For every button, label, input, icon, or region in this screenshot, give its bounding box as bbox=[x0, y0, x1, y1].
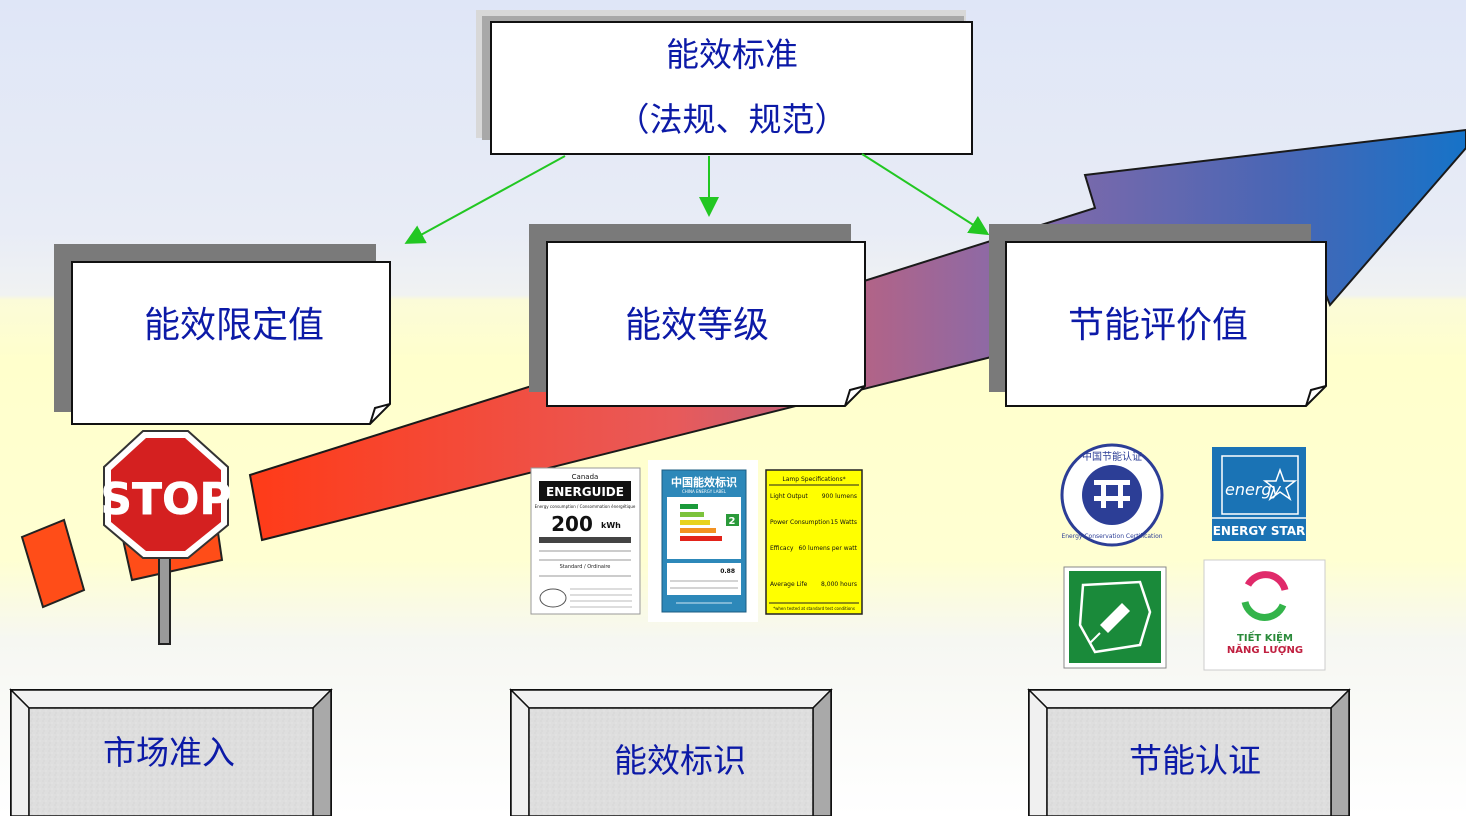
energuide-brand: ENERGUIDE bbox=[546, 485, 624, 499]
level-box-grade-label: 能效等级 bbox=[625, 305, 769, 346]
energuide-footer: Standard / Ordinaire bbox=[560, 564, 611, 570]
lamp-row-4-name: Average Life bbox=[770, 581, 808, 588]
lamp-row-3-value: 60 lumens per watt bbox=[798, 545, 857, 552]
lamp-row-1-value: 900 lumens bbox=[822, 493, 857, 500]
energy-star-name: ENERGY STAR bbox=[1213, 524, 1306, 538]
china-label-subtitle: CHINA ENERGY LABEL bbox=[682, 489, 727, 494]
lamp-row-3-name: Efficacy bbox=[770, 545, 794, 552]
energuide-value: 200 bbox=[551, 512, 593, 536]
vietnam-logo-line2: NĂNG LƯỢNG bbox=[1227, 643, 1303, 656]
level-box-evaluation-label: 节能评价值 bbox=[1068, 305, 1248, 346]
cecp-certification-logo: 中国节能认证 Energy Conservation Certification bbox=[1060, 443, 1164, 547]
energy-standard-box: 能效标准 （法规、规范） bbox=[476, 10, 973, 155]
energy-standard-subtitle: （法规、规范） bbox=[617, 100, 848, 139]
arrow-to-limit bbox=[404, 155, 566, 244]
lamp-spec-label-image: Lamp Specifications* Light Output 900 lu… bbox=[765, 469, 863, 615]
energy-standard-title: 能效标准 bbox=[666, 35, 798, 74]
china-label-grade: 2 bbox=[729, 516, 736, 527]
lamp-row-4-value: 8,000 hours bbox=[821, 581, 857, 588]
stop-sign-icon: STOP bbox=[100, 430, 232, 645]
vietnam-energy-saving-logo: TIẾT KIỆM NĂNG LƯỢNG bbox=[1203, 559, 1326, 671]
energy-star-script: energy bbox=[1225, 480, 1282, 499]
cecp-bottom-text: Energy Conservation Certification bbox=[1061, 533, 1162, 540]
green-energy-plug-logo bbox=[1063, 566, 1167, 669]
lamp-spec-title: Lamp Specifications* bbox=[782, 476, 845, 483]
china-label-value: 0.88 bbox=[720, 568, 735, 575]
bottom-box-market-access-label: 市场准入 bbox=[103, 733, 235, 772]
energuide-label-image: Canada ENERGUIDE Energy consumption / Co… bbox=[530, 467, 641, 615]
lamp-spec-footnote: *when tested at standard test conditions bbox=[773, 606, 855, 611]
cecp-top-text: 中国节能认证 bbox=[1082, 450, 1142, 463]
vietnam-logo-line1: TIẾT KIỆM bbox=[1237, 629, 1293, 644]
bottom-box-market-access: 市场准入 bbox=[9, 688, 333, 816]
level-box-limit: 能效限定值 bbox=[54, 244, 391, 425]
bottom-box-energy-certification-label: 节能认证 bbox=[1129, 741, 1261, 780]
bottom-box-energy-label: 能效标识 bbox=[509, 688, 833, 816]
china-label-title: 中国能效标识 bbox=[671, 475, 737, 489]
level-box-evaluation: 节能评价值 bbox=[989, 224, 1327, 407]
bottom-box-energy-label-label: 能效标识 bbox=[614, 741, 746, 780]
lamp-row-2-name: Power Consumption bbox=[770, 519, 830, 526]
lamp-row-2-value: 15 Watts bbox=[830, 519, 857, 526]
stop-sign-text: STOP bbox=[100, 474, 231, 525]
energuide-unit: kWh bbox=[601, 521, 621, 530]
arrow-to-evaluation bbox=[861, 153, 990, 236]
lamp-row-1-name: Light Output bbox=[770, 493, 808, 500]
bottom-box-energy-certification: 节能认证 bbox=[1027, 688, 1351, 816]
energuide-country: Canada bbox=[572, 473, 599, 481]
energy-star-logo: energy ENERGY STAR bbox=[1212, 447, 1306, 541]
standard-arrows bbox=[404, 153, 990, 244]
energuide-subtitle: Energy consumption / Consommation énergé… bbox=[535, 504, 636, 509]
china-energy-label-image: 中国能效标识 CHINA ENERGY LABEL 2 0.88 bbox=[648, 460, 758, 622]
level-box-grade: 能效等级 bbox=[529, 224, 866, 407]
level-box-limit-label: 能效限定值 bbox=[144, 305, 324, 346]
